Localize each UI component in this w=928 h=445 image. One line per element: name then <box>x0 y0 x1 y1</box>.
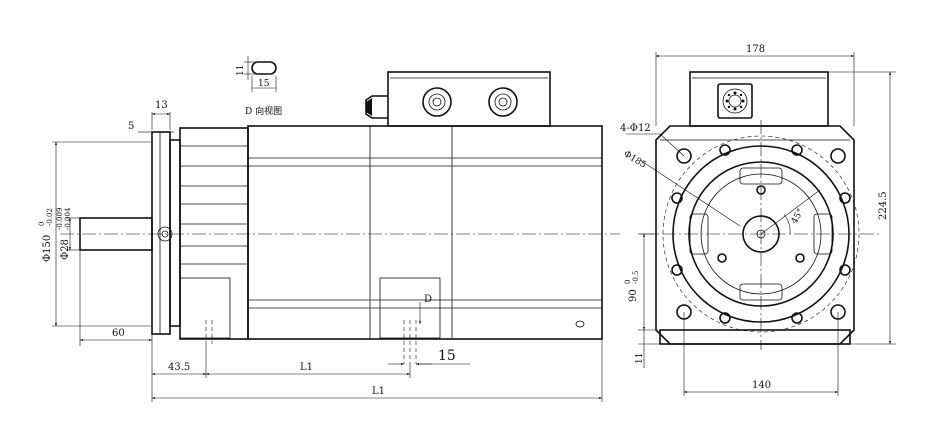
view-D-marker: D <box>424 294 432 305</box>
dia-150-tol-lower: -0.02 <box>46 208 54 226</box>
key-view: 11 15 D 向视图 <box>236 56 282 117</box>
dim-L1-inner-label: L1 <box>300 362 313 373</box>
dia-28-label: Φ28 <box>60 239 71 260</box>
height-90-tol-upper: 0 <box>624 280 632 284</box>
key-dim-11-label: 11 <box>236 65 246 76</box>
front-dim-11-label: 11 <box>635 353 645 364</box>
dim-60-label: 60 <box>112 328 125 339</box>
connector-left-icon <box>422 87 452 117</box>
dim-178-label: 178 <box>746 44 765 55</box>
front-connector-icon <box>717 83 753 119</box>
drain-plug-icon <box>575 320 585 328</box>
front-view: 45° 4-Φ12 Φ185 178 224.5 90 0 -0.5 <box>620 44 896 396</box>
holes-4-phi12-label: 4-Φ12 <box>620 123 651 134</box>
dim-43-5-label: 43.5 <box>168 362 190 373</box>
angle-45-label: 45° <box>790 207 807 226</box>
connector-right-icon <box>488 87 518 117</box>
key-slot-outline <box>251 61 277 75</box>
dia-28-tol-lower: -0.004 <box>64 207 72 230</box>
dim-13-label: 13 <box>155 100 168 111</box>
dim-224-5-label: 224.5 <box>878 191 889 220</box>
pcd-185-label: Φ185 <box>622 149 648 171</box>
key-dim-15-label: 15 <box>258 79 270 89</box>
dim-5-label: 5 <box>128 121 134 132</box>
height-90-tol-lower: -0.5 <box>632 271 640 285</box>
terminal-box <box>387 71 551 127</box>
rear-foot-pad <box>179 277 231 339</box>
mount-hole-icon <box>830 148 846 164</box>
dim-15-label: 15 <box>438 348 456 364</box>
flange-bolts <box>671 144 851 324</box>
front-terminal-box <box>689 71 829 127</box>
key-view-caption: D 向视图 <box>245 105 282 117</box>
side-view: 13 5 Φ150 0 -0.02 Φ28 -0.009 -0.004 60 <box>38 71 620 402</box>
mount-hole-icon <box>676 148 692 164</box>
dia-150-label: Φ150 <box>42 235 53 262</box>
dia-150-tol-upper: 0 <box>38 222 46 226</box>
front-pcd-circle <box>662 135 860 333</box>
dia-28-tol-upper: -0.009 <box>56 208 64 230</box>
motor-rear-section <box>179 127 249 340</box>
height-90-label: 90 <box>628 289 639 302</box>
dim-140-label: 140 <box>752 380 771 391</box>
front-flange-outline <box>655 125 855 345</box>
motor-flange <box>151 131 171 335</box>
dim-L1-total-label: L1 <box>372 386 385 397</box>
